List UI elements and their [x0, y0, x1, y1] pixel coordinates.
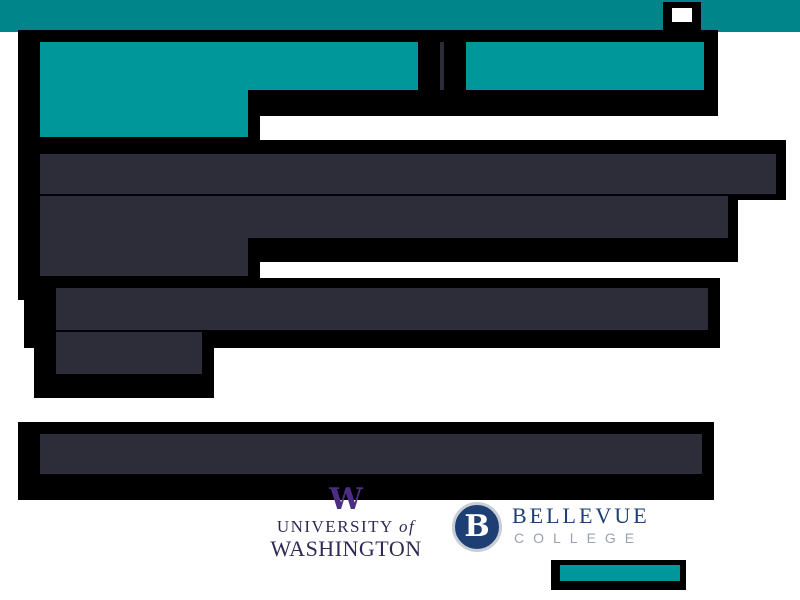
uw-name-university: UNIVERSITY [276, 517, 394, 536]
bellevue-subname: COLLEGE [514, 530, 644, 546]
heading-block-1 [40, 42, 418, 90]
uw-name-washington: WASHINGTON [270, 536, 422, 561]
paragraph-line-4 [56, 288, 708, 330]
uw-w-icon: W [329, 482, 363, 517]
heading-block-2 [466, 42, 704, 90]
bellevue-name: BELLEVUE [512, 503, 650, 528]
close-button[interactable] [663, 2, 701, 30]
paragraph-line-3 [40, 238, 248, 276]
paragraph-line-2 [40, 196, 728, 238]
uw-logo: W UNIVERSITY of WASHINGTON [266, 481, 426, 567]
paragraph-line-1 [40, 154, 776, 194]
bellevue-b-icon: B [452, 502, 502, 552]
paragraph-line-5 [56, 332, 202, 374]
footer-line [40, 434, 702, 474]
close-icon [672, 8, 692, 22]
heading-divider [440, 42, 444, 90]
uw-name-of: of [398, 517, 416, 536]
bellevue-college-logo: B BELLEVUE COLLEGE [450, 500, 676, 554]
action-button[interactable] [560, 565, 680, 581]
subheading-block [40, 89, 248, 137]
